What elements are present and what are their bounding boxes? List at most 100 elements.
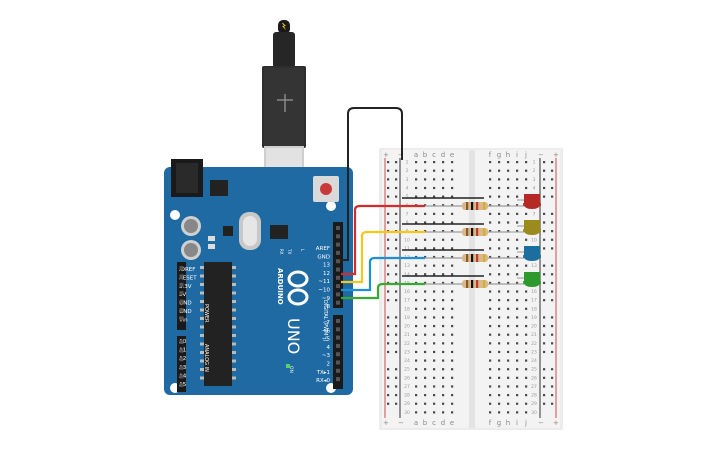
column-label: c [432, 419, 436, 427]
arduino-logo-icon [287, 270, 309, 306]
row-number: 11 [404, 246, 410, 252]
digital-label: DIGITAL (PWM~) [322, 300, 328, 342]
power-pin-label: IOREF [179, 267, 195, 273]
wire-black-ground [341, 107, 403, 261]
power-pin-label: GND [179, 301, 192, 307]
row-number: 25 [404, 367, 410, 373]
analog-header [177, 336, 186, 392]
rail-plus-label: + [383, 151, 389, 159]
column-label: a [414, 419, 418, 427]
column-label: h [506, 419, 510, 427]
column-label: i [516, 151, 518, 159]
digital-pin-label: GND [317, 254, 330, 260]
row-number: 26 [531, 375, 537, 381]
digital-pin-label: ~3 [322, 353, 331, 359]
digital-pin-label: 13 [323, 263, 330, 269]
row-number: 30 [531, 410, 537, 416]
resistor [425, 254, 510, 262]
column-label: h [506, 151, 510, 159]
arduino-board: ARDUINO UNO ON TX RX L POWER ANALOG IN D… [164, 159, 353, 395]
column-label: g [497, 419, 501, 427]
row-number: 19 [404, 315, 410, 321]
power-pin-label: 3.3V [179, 284, 192, 290]
digital-pin-label: 8 [327, 304, 331, 310]
digital-pin-label: RX◂0 [316, 378, 330, 384]
row-number: 20 [531, 324, 537, 330]
row-number: 29 [404, 401, 410, 407]
resistor [425, 228, 510, 236]
column-label: j [524, 419, 527, 427]
row-number: 4 [533, 185, 536, 191]
row-number: 16 [531, 289, 537, 295]
row-number: 2 [533, 168, 536, 174]
tx-label: TX [287, 248, 292, 254]
led-yellow [510, 220, 541, 235]
digital-pin-label: TX▸1 [316, 370, 330, 376]
row-number: 3 [533, 177, 536, 183]
row-number: 27 [531, 384, 537, 390]
rail-plus-label: + [553, 151, 559, 159]
board-brand: ARDUINO [276, 268, 284, 305]
digital-pin-label: ~9 [322, 296, 331, 302]
digital-pin-label: 12 [323, 271, 330, 277]
voltage-regulator [210, 180, 228, 196]
rx-label: RX [279, 249, 284, 255]
l-label: L [300, 249, 305, 252]
row-number: 2 [406, 168, 409, 174]
digital-pin-label: ~11 [318, 279, 330, 285]
digital-header-top [333, 222, 343, 308]
row-number: 7 [533, 211, 536, 217]
row-number: 20 [404, 324, 410, 330]
column-label: e [450, 419, 454, 427]
row-number: 24 [531, 358, 537, 364]
wires [341, 107, 484, 300]
resistor [425, 202, 510, 210]
digital-header-bottom [333, 315, 343, 389]
power-header [177, 262, 186, 330]
column-label: a [414, 151, 418, 159]
column-label: b [423, 151, 428, 159]
row-number: 26 [404, 375, 410, 381]
row-number: 28 [531, 393, 537, 399]
column-label: f [489, 151, 492, 159]
row-number: 28 [404, 393, 410, 399]
digital-pin-label: ~6 [322, 328, 331, 334]
atmega-chip [204, 262, 232, 386]
row-number: 1 [406, 160, 409, 166]
board-model: UNO [284, 318, 303, 354]
row-number: 17 [531, 298, 537, 304]
power-pin-label: Vin [179, 317, 188, 323]
row-number: 24 [404, 358, 410, 364]
digital-pin-label: AREF [316, 246, 330, 252]
column-label: b [423, 419, 428, 427]
column-label: j [524, 151, 527, 159]
row-number: 1 [533, 160, 536, 166]
wire-red-pin12 [341, 204, 425, 276]
rail-minus-label: − [398, 419, 404, 427]
on-label: ON [288, 366, 294, 373]
led-green [510, 272, 541, 287]
row-number: 10 [404, 237, 410, 243]
row-number: 18 [404, 306, 410, 312]
row-number: 16 [404, 289, 410, 295]
row-number: 5 [406, 194, 409, 200]
column-label: d [441, 419, 445, 427]
row-number: 18 [531, 306, 537, 312]
row-number: 21 [531, 332, 537, 338]
usb-cable [262, 20, 306, 180]
row-number: 27 [404, 384, 410, 390]
row-number: 8 [406, 220, 409, 226]
column-label: i [516, 419, 518, 427]
row-number: 23 [404, 349, 410, 355]
column-label: g [497, 151, 501, 159]
row-number: 13 [531, 263, 537, 269]
row-number: 22 [531, 341, 537, 347]
row-number: 22 [404, 341, 410, 347]
digital-pin-label: 4 [327, 345, 331, 351]
power-pin-label: RESET [179, 275, 197, 281]
column-label: c [432, 151, 436, 159]
rail-plus-label: + [553, 419, 559, 427]
led-red [510, 194, 541, 209]
